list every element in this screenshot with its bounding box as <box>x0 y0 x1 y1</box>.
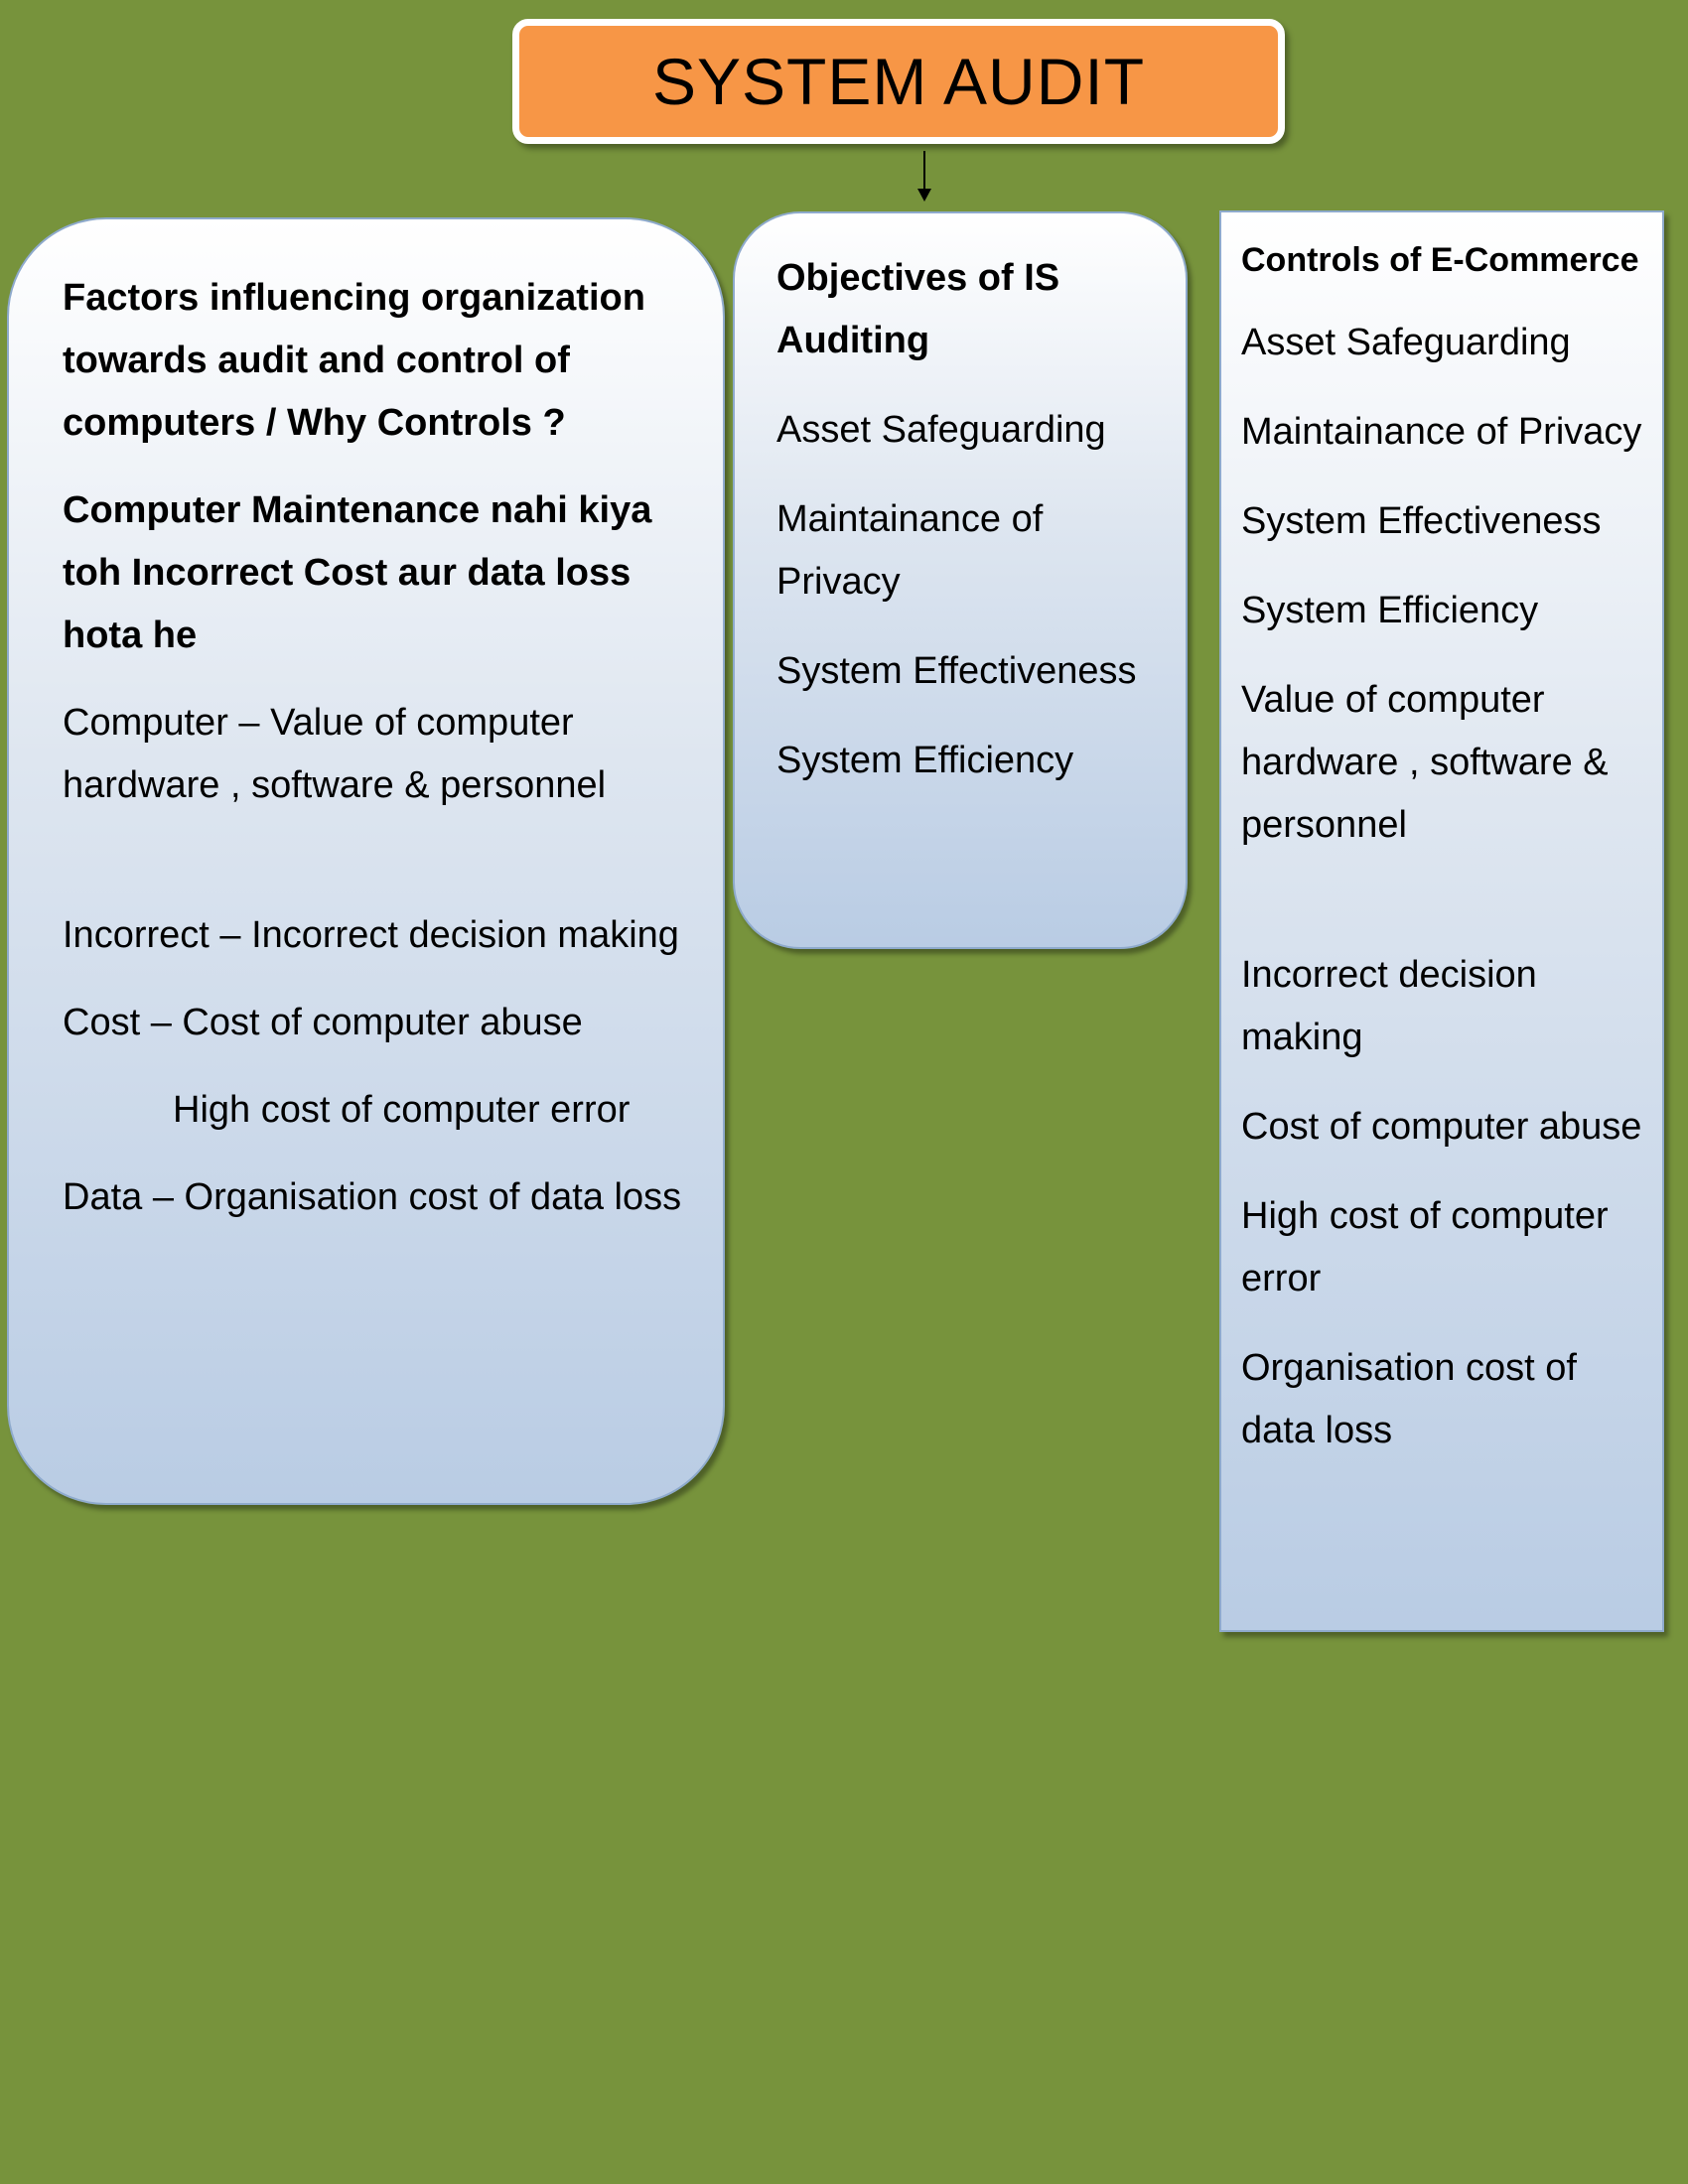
objectives-heading: Objectives of IS Auditing <box>776 257 1060 361</box>
factors-subheading: Computer Maintenance nahi kiya toh Incor… <box>63 489 652 656</box>
controls-item: Value of computer hardware , software & … <box>1241 679 1609 846</box>
factors-item-cost: Cost – Cost of computer abuse <box>63 1002 583 1043</box>
controls-item: System Efficiency <box>1241 590 1539 631</box>
factors-heading: Factors influencing organization towards… <box>63 277 645 444</box>
factors-item-high-cost: High cost of computer error <box>173 1089 631 1131</box>
controls-item: Cost of computer abuse <box>1241 1106 1642 1148</box>
controls-item: Organisation cost of data loss <box>1241 1347 1577 1451</box>
arrow-down-icon <box>917 189 931 202</box>
factors-item-incorrect: Incorrect – Incorrect decision making <box>63 914 679 956</box>
ecommerce-controls-heading: Controls of E-Commerce <box>1241 241 1639 279</box>
factors-panel: Factors influencing organization towards… <box>7 217 725 1505</box>
controls-item: System Effectiveness <box>1241 500 1602 542</box>
controls-item: Incorrect decision making <box>1241 954 1537 1058</box>
factors-item-data: Data – Organisation cost of data loss <box>63 1176 682 1218</box>
objectives-item: System Effectiveness <box>776 650 1137 692</box>
ecommerce-controls-panel: Controls of E-Commerce Asset Safeguardin… <box>1219 210 1664 1632</box>
controls-item: Maintainance of Privacy <box>1241 411 1642 453</box>
controls-item: High cost of computer error <box>1241 1195 1609 1299</box>
objectives-item: Maintainance of Privacy <box>776 498 1044 603</box>
title-box: SYSTEM AUDIT <box>512 19 1285 144</box>
connector-arrow-line <box>923 151 925 191</box>
page-title: SYSTEM AUDIT <box>651 45 1146 118</box>
objectives-item: Asset Safeguarding <box>776 409 1106 451</box>
controls-item: Asset Safeguarding <box>1241 322 1571 363</box>
objectives-panel: Objectives of IS Auditing Asset Safeguar… <box>733 211 1188 949</box>
factors-item-computer: Computer – Value of computer hardware , … <box>63 702 607 806</box>
objectives-item: System Efficiency <box>776 740 1074 781</box>
